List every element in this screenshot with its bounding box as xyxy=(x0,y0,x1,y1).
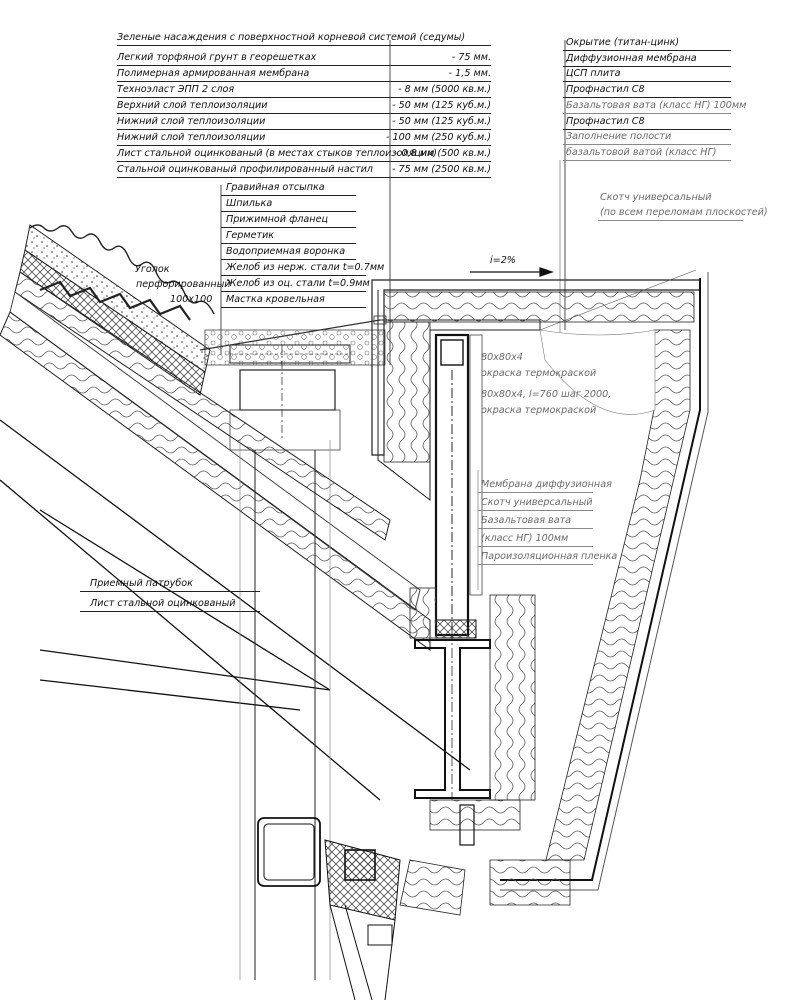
spec-top-row-label: Лист стальной оцинкованый (в местах стык… xyxy=(117,148,438,159)
slope-arrow xyxy=(470,267,554,277)
middle-label-rule xyxy=(478,510,593,511)
spec-right-rule xyxy=(563,128,731,130)
spec-top-row: Лист стальной оцинкованый (в местах стык… xyxy=(117,146,491,162)
spec-top-title: Зеленые насаждения с поверхностной корне… xyxy=(117,32,466,43)
outer-cladding xyxy=(399,269,709,916)
spec-right-row: Базальтовая вата (класс НГ) 100мм xyxy=(566,99,747,111)
corner-label-line-1: Уголок xyxy=(135,264,170,275)
spec-top-row: Легкий торфяной грунт в георешетках - 75 … xyxy=(117,50,491,66)
spec-funnel-row: Водоприемная воронка xyxy=(226,246,346,257)
corner-label-line-3: 100х100 xyxy=(170,294,213,305)
spec-top-row: Полимерная армированная мембрана - 1,5 мм… xyxy=(117,66,491,82)
middle-label-row: Скотч универсальный xyxy=(481,497,593,508)
spec-right-row: ЦСП плита xyxy=(566,68,621,80)
tape-label-line-1: Скотч универсальный xyxy=(600,192,712,203)
spec-right-rule xyxy=(563,81,731,83)
spec-top-row: Техноэласт ЭПП 2 слоя - 8 мм (5000 кв.м.) xyxy=(117,82,491,98)
spec-funnel-row: Гравийная отсыпка xyxy=(226,182,325,193)
spec-right-rule xyxy=(563,144,731,146)
spec-funnel-rule xyxy=(221,275,366,276)
spec-funnel-rule xyxy=(221,195,356,196)
spec-funnel-rule xyxy=(221,307,366,308)
tube-a-label-2: окраска термокраской xyxy=(481,368,597,379)
spec-top-row-label: Нижний слой теплоизоляции xyxy=(117,116,266,127)
spec-top-row: Стальной оцинкованый профилированный нас… xyxy=(117,162,491,178)
spec-top-row-value: - 8 мм (5000 кв.м.) xyxy=(398,84,491,95)
spec-right-rule xyxy=(563,50,731,51)
spec-top-rule xyxy=(117,145,491,146)
rafters xyxy=(0,419,471,801)
tube-a-label-1: 80х80х4 xyxy=(481,352,523,363)
spec-top-row-label: Стальной оцинкованый профилированный нас… xyxy=(117,164,373,175)
spec-right-row: Профнастил С8 xyxy=(566,115,645,127)
spec-funnel-rule xyxy=(221,243,356,244)
spec-top-rule-0 xyxy=(117,45,491,46)
spec-top-rule xyxy=(117,65,491,66)
spec-top-row-label: Легкий торфяной грунт в георешетках xyxy=(117,52,317,63)
spec-funnel-row: Герметик xyxy=(226,230,275,241)
tape-label-rule xyxy=(598,220,743,221)
spec-funnel-row: Желоб из нерж. стали t=0.7мм xyxy=(226,262,385,273)
spec-top-rule xyxy=(117,177,491,178)
spec-right-row: Окрытие (титан-цинк) xyxy=(566,37,680,48)
spec-top-rule xyxy=(117,129,491,130)
spec-top-row-value: - 75 мм (2500 кв.м.) xyxy=(391,164,491,175)
spec-right-rule xyxy=(563,112,731,114)
tube-b-label-2: окраска термокраской xyxy=(481,405,597,416)
spec-top-row: Верхний слой теплоизоляции - 50 мм (125 к… xyxy=(117,98,491,114)
tape-label-line-2: (по всем переломам плоскостей) xyxy=(600,207,768,218)
spec-funnel-rule xyxy=(221,211,356,212)
steel-sheet-rule xyxy=(80,611,260,612)
middle-label-rule xyxy=(478,546,593,547)
spec-funnel-row: Шпилька xyxy=(226,198,273,209)
spec-right-rule xyxy=(563,159,731,161)
spec-top-row-value: - 75 мм. xyxy=(451,52,491,63)
spec-right-rule xyxy=(563,65,731,67)
spec-top-row-label: Полимерная армированная мембрана xyxy=(117,68,310,79)
middle-label-row: Базальтовая вата xyxy=(481,515,572,526)
slope-label: i=2% xyxy=(490,255,516,266)
spec-funnel-row: Прижимной фланец xyxy=(226,214,328,225)
spec-funnel-row: Желоб из оц. стали t=0.9мм xyxy=(226,278,370,289)
spec-top-rule xyxy=(117,113,491,114)
spec-top-rule xyxy=(117,161,491,162)
middle-label-row: Мембрана диффузионная xyxy=(481,479,612,490)
spec-top-row-label: Верхний слой теплоизоляции xyxy=(117,100,268,111)
spec-top-row: Нижний слой теплоизоляции - 50 мм (125 ку… xyxy=(117,114,491,130)
spec-right-rule xyxy=(563,97,731,99)
intake-pipe-rule xyxy=(80,591,260,592)
middle-label-rule xyxy=(478,492,593,493)
spec-funnel-rule xyxy=(221,291,366,292)
spec-funnel-rule xyxy=(221,227,356,228)
middle-label-row: Пароизоляционная пленка xyxy=(481,551,618,562)
tube-b-label-1: 80х80х4, l=760 шаг 2000, xyxy=(481,389,612,400)
spec-right-row: базальтовой ватой (класс НГ) xyxy=(566,146,717,158)
spec-top-row: Нижний слой теплоизоляции - 100 мм (250 к… xyxy=(117,130,491,146)
intake-pipe-label: Приемный патрубок xyxy=(90,578,193,589)
spec-top-row-value: - 50 мм (125 куб.м.) xyxy=(392,116,491,127)
spec-top-row-value: - 0,8 мм (500 кв.м.) xyxy=(395,148,491,159)
spec-funnel-rule xyxy=(221,259,356,260)
corner-label-line-2: перфорированный xyxy=(136,279,231,290)
middle-label-row: (класс НГ) 100мм xyxy=(481,533,569,544)
spec-right-row: Профнастил С8 xyxy=(566,84,645,96)
spec-top-row-value: - 50 мм (125 куб.м.) xyxy=(392,100,491,111)
spec-top-row-label: Техноэласт ЭПП 2 слоя xyxy=(117,84,235,95)
middle-label-rule xyxy=(478,528,593,529)
spec-top-row-value: - 1,5 мм. xyxy=(448,68,491,79)
spec-right-row: Заполнение полости xyxy=(566,131,672,143)
spec-top-row-value: - 100 мм (250 куб.м.) xyxy=(386,132,491,143)
spec-right-row: Диффузионная мембрана xyxy=(566,52,697,64)
spec-top-row-label: Нижний слой теплоизоляции xyxy=(117,132,266,143)
spec-funnel-row: Мастка кровельная xyxy=(226,294,325,305)
window-box xyxy=(257,817,401,1000)
spec-top-rule xyxy=(117,81,491,82)
middle-label-rule xyxy=(478,564,593,565)
spec-top-rule xyxy=(117,97,491,98)
steel-sheet-label: Лист стальной оцинкованый xyxy=(90,598,236,609)
